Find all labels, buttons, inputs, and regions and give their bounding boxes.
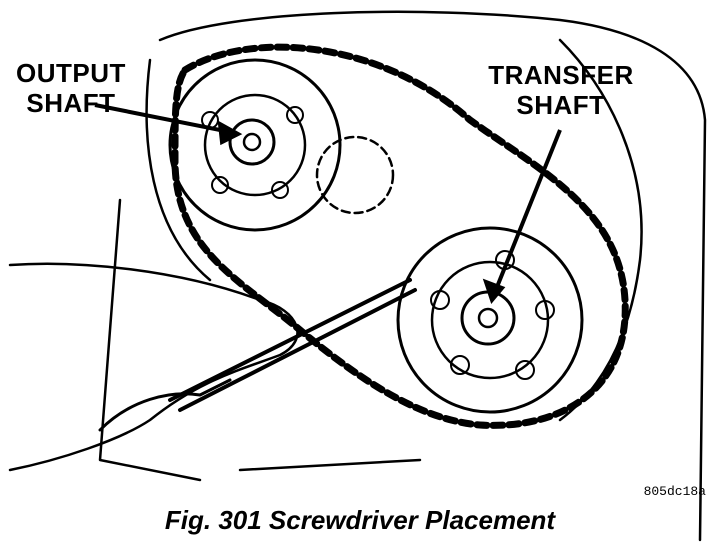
output-sprocket-inner — [203, 93, 307, 197]
output-shaft-hub — [228, 118, 276, 166]
transfer-shaft-label: TRANSFER SHAFT — [486, 60, 636, 120]
idler-gear — [315, 135, 395, 215]
transfer-shaft-label-line2: SHAFT — [516, 90, 606, 120]
transfer-shaft-center — [477, 307, 499, 329]
transfer-shaft-label-line1: TRANSFER — [488, 60, 634, 90]
figure-code: 805dc18a — [643, 484, 706, 499]
bolt-holes — [201, 106, 555, 380]
output-shaft-label: OUTPUT SHAFT — [6, 58, 136, 118]
screwdriver — [168, 278, 417, 412]
screwdriver-handle — [98, 378, 232, 432]
transfer-sprocket — [396, 226, 584, 414]
output-shaft-label-line2: SHAFT — [26, 88, 116, 118]
drive-chain — [171, 43, 629, 429]
leader-arrows — [94, 103, 562, 305]
output-sprocket — [168, 58, 342, 232]
output-shaft-label-line1: OUTPUT — [16, 58, 126, 88]
transfer-shaft-hub — [460, 290, 516, 346]
housing-outline — [98, 10, 707, 542]
transfer-sprocket-inner — [430, 260, 550, 380]
hand — [8, 262, 299, 472]
figure-caption: Fig. 301 Screwdriver Placement — [164, 505, 556, 535]
output-shaft-center — [242, 132, 262, 152]
